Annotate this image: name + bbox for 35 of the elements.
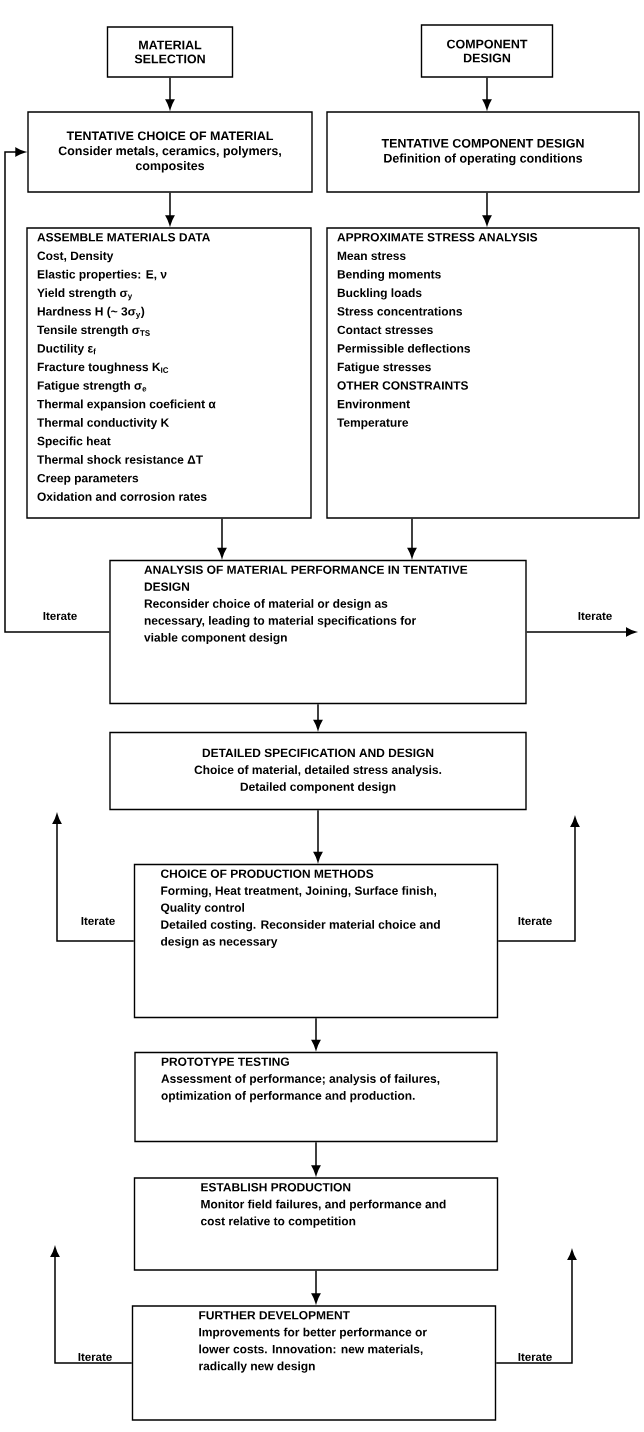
iterate-arrow — [50, 1247, 133, 1364]
process-box: CHOICE OF PRODUCTION METHODS Forming, Heat treatment, Joining, Surface finish, Quality control Detailed costing. Reconsider material choice and design as necessary — [133, 863, 499, 1019]
arrow — [482, 76, 492, 110]
arrow — [311, 1017, 321, 1050]
process-box: FURTHER DEVELOPMENT Improvements for better performance or lower costs. Innovation: new materials, radically new design — [131, 1305, 497, 1421]
arrow — [311, 1269, 321, 1304]
iterate-arrow — [495, 1250, 577, 1364]
arrow — [165, 191, 175, 226]
edge-label: Iterate — [81, 917, 115, 925]
arrow — [165, 76, 175, 110]
arrow — [407, 517, 417, 558]
iterate-arrow — [497, 817, 580, 942]
arrow — [313, 809, 323, 862]
start-box: COMPONENT DESIGN — [420, 24, 554, 78]
arrow — [217, 517, 227, 558]
iterate-arrow — [4, 147, 111, 633]
process-box: APPROXIMATE STRESS ANALYSIS Mean stress Bending moments Buckling loads Stress concentrations Contact stresses Permissible deflections Fatigue stresses OTHER CONSTRAINTS Environment Temperature — [326, 227, 640, 519]
iterate-arrow — [525, 627, 636, 637]
edge-label: Iterate — [78, 1353, 112, 1361]
process-box: PROTOTYPE TESTING Assessment of performance; analysis of failures, optimization of performance and production. — [134, 1051, 498, 1143]
arrow — [313, 703, 323, 730]
process-box: ANALYSIS OF MATERIAL PERFORMANCE IN TENTATIVE DESIGN Reconsider choice of material or design as necessary, leading to material specifications for viable component design — [109, 559, 527, 705]
edge-label: Iterate — [578, 612, 612, 620]
process-box: ASSEMBLE MATERIALS DATA Cost, Density Elastic properties: E, ν Yield strength σ$_{y}$ Hardness H (~ 3σ$_{y}$) Tensile strength σ$_{TS}$ Ductility ε$_{f}$ Fracture toughness K$_{IC}$ Fatigue strength σ$_{e}$ Thermal expansion coeficient α Thermal conductivity K Specific heat Thermal shock resistance ΔT Creep parameters Oxidation and corrosion rates — [26, 227, 312, 519]
iterate-arrow — [52, 814, 135, 942]
process-box: TENTATIVE CHOICE OF MATERIAL Consider metals, ceramics, polymers, composites — [27, 111, 313, 193]
process-box: DETAILED SPECIFICATION AND DESIGN Choice of material, detailed stress analysis. Detailed component design — [109, 731, 527, 811]
arrow — [482, 191, 492, 226]
arrow — [311, 1141, 321, 1176]
edge-label: Iterate — [518, 1353, 552, 1361]
start-box: MATERIAL SELECTION — [106, 26, 234, 78]
process-box: TENTATIVE COMPONENT DESIGN Definition of operating conditions — [326, 111, 640, 193]
edge-label: Iterate — [43, 612, 77, 620]
process-box: ESTABLISH PRODUCTION Monitor field failures, and performance and cost relative to competition — [133, 1177, 499, 1271]
edge-label: Iterate — [518, 917, 552, 925]
